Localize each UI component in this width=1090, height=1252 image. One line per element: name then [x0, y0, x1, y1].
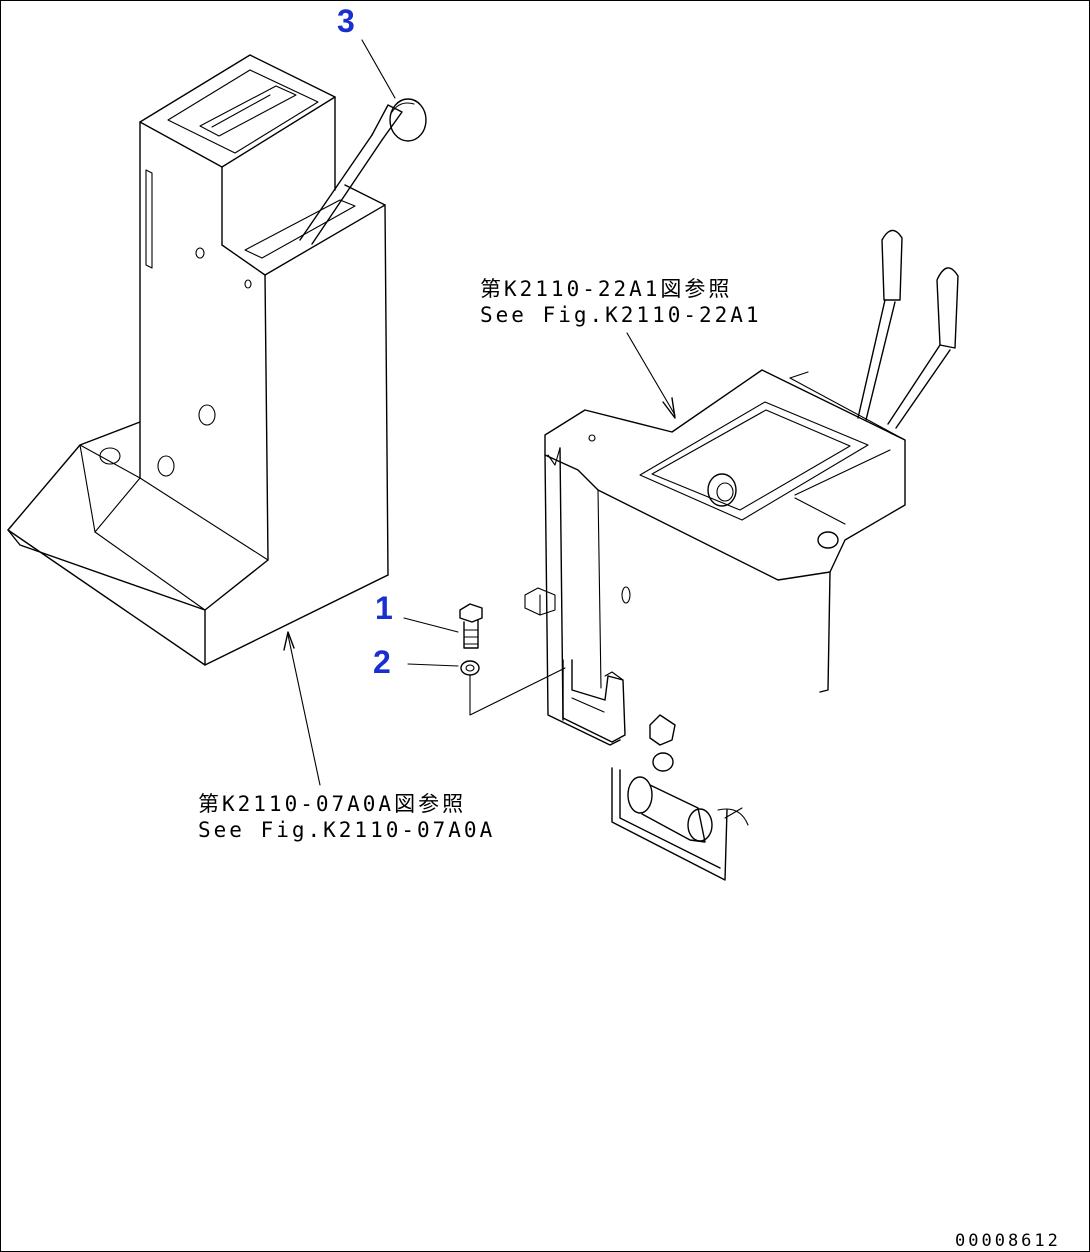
left-lever-console [7, 54, 389, 666]
washer-part-2 [407, 660, 566, 716]
reference-left-en: See Fig.K2110-07A0A [198, 818, 496, 842]
reference-right-jp: 第K2110-22A1図参照 [480, 277, 733, 301]
reference-note-left: 第K2110-07A0A図参照 See Fig.K2110-07A0A [198, 791, 495, 843]
bolt-part-1 [403, 603, 483, 649]
control-lever-part-3 [299, 39, 427, 245]
callout-2: 2 [373, 644, 391, 680]
callout-1: 1 [375, 590, 393, 626]
reference-left-jp: 第K2110-07A0A図参照 [198, 792, 467, 816]
leader-left-reference [283, 631, 321, 786]
callout-3: 3 [337, 3, 355, 39]
leader-right-reference [626, 332, 676, 419]
right-control-console [524, 229, 959, 881]
reference-note-right: 第K2110-22A1図参照 See Fig.K2110-22A1 [480, 276, 762, 328]
reference-right-en: See Fig.K2110-22A1 [480, 303, 762, 327]
drawing-number: 00008612 [955, 1231, 1061, 1251]
